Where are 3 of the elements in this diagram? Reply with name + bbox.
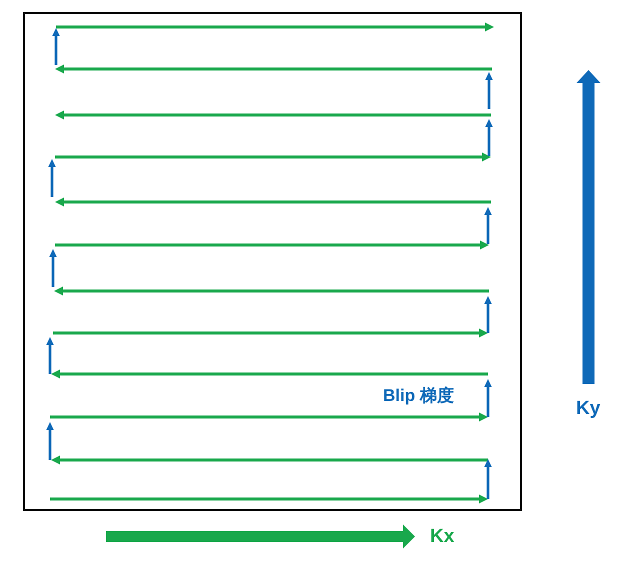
axis-label: Ky [576, 398, 600, 420]
axis-label: Kx [430, 526, 454, 548]
annotation-text: Blip 梯度 [383, 386, 454, 406]
